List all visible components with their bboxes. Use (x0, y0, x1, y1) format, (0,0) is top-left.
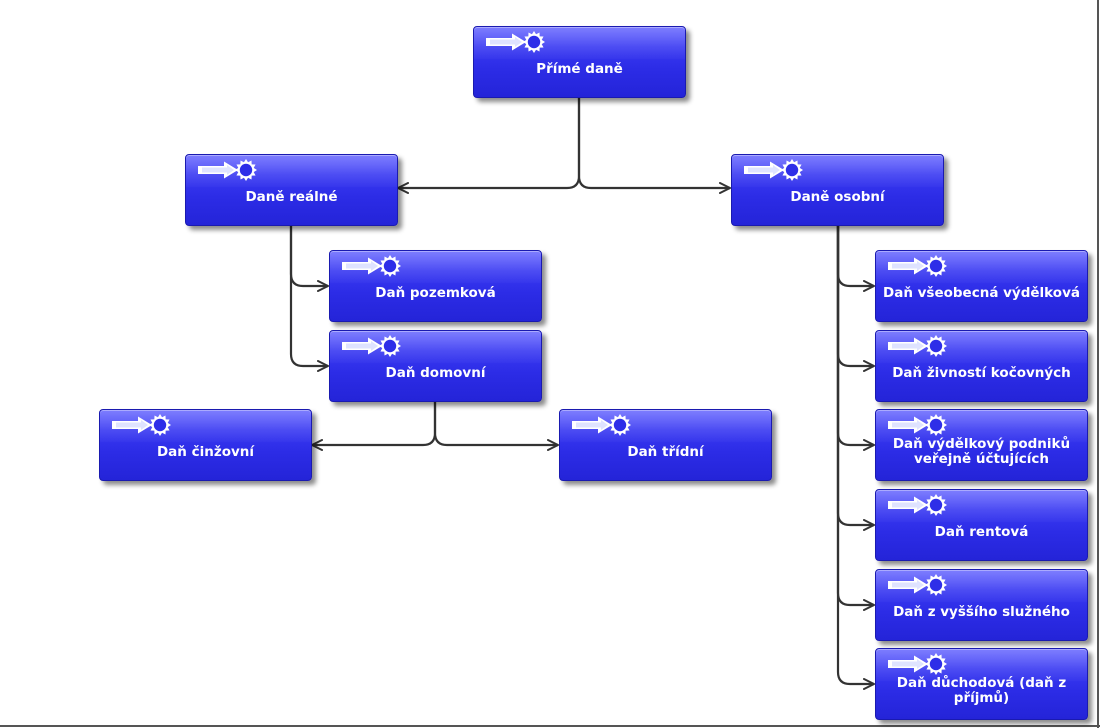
edge-prime-dane-to-dane-realne (397, 98, 581, 194)
edge-dane-realne-to-dan-domovni (289, 226, 329, 372)
node-dan-domovni[interactable]: Daň domovní (329, 330, 542, 402)
node-dan-vseobecna[interactable]: Daň všeobecná výdělková (875, 250, 1088, 322)
node-label: Daně osobní (790, 188, 885, 205)
node-label: Daň z vyššího služného (893, 603, 1070, 620)
arrow-sun-icon (888, 653, 947, 675)
node-dan-rentova[interactable]: Daň rentová (875, 489, 1088, 561)
arrow-sun-icon (342, 255, 401, 277)
arrow-sun-icon (888, 574, 947, 596)
node-dan-duchodova[interactable]: Daň důchodová (daň z příjmů) (875, 648, 1088, 720)
node-dane-realne[interactable]: Daně reálné (185, 154, 398, 226)
node-dane-osobni[interactable]: Daně osobní (731, 154, 944, 226)
edge-dan-domovni-to-dan-cinzovni (311, 402, 437, 451)
edge-dane-osobni-to-dan-vseobecna (836, 226, 875, 292)
edge-dane-osobni-to-dan-rentova (836, 226, 875, 531)
node-label: Daň rentová (934, 523, 1029, 540)
edge-dane-osobni-to-dan-duchodova (836, 226, 875, 690)
node-dan-vydelkovy[interactable]: Daň výdělkový podniků veřejně účtujících (875, 409, 1088, 481)
node-label: Přímé daně (536, 60, 623, 77)
node-label: Daň všeobecná výdělková (883, 284, 1080, 301)
node-dan-cinzovni[interactable]: Daň činžovní (99, 409, 312, 481)
arrow-sun-icon (888, 494, 947, 516)
edge-dane-osobni-to-dan-vydelkovy (836, 226, 875, 451)
arrow-sun-icon (342, 335, 401, 357)
node-dan-tridni[interactable]: Daň třídní (559, 409, 772, 481)
arrow-sun-icon (198, 159, 257, 181)
frame-right-border (1097, 0, 1099, 728)
edge-prime-dane-to-dane-osobni (577, 98, 731, 194)
arrow-sun-icon (888, 414, 947, 436)
node-dan-zivnosti[interactable]: Daň živností kočovných (875, 330, 1088, 402)
arrow-sun-icon (888, 335, 947, 357)
node-label: Daň výdělkový podniků veřejně účtujících (892, 436, 1071, 467)
node-dan-vyssiho[interactable]: Daň z vyššího služného (875, 569, 1088, 641)
node-label: Daně reálné (245, 188, 338, 205)
node-prime-dane[interactable]: Přímé daně (473, 26, 686, 98)
node-label: Daň pozemková (375, 284, 496, 301)
node-label: Daň třídní (627, 443, 704, 460)
node-label: Daň domovní (385, 364, 486, 381)
arrow-sun-icon (888, 255, 947, 277)
edge-dane-realne-to-dan-pozemkova (289, 226, 329, 292)
arrow-sun-icon (486, 31, 545, 53)
arrow-sun-icon (572, 414, 631, 436)
frame-bottom-border (0, 725, 1100, 727)
edge-dane-osobni-to-dan-zivnosti (836, 226, 875, 372)
node-label: Daň činžovní (156, 443, 255, 460)
edge-dane-osobni-to-dan-vyssiho (836, 226, 875, 611)
node-label: Daň důchodová (daň z příjmů) (896, 675, 1067, 706)
node-label: Daň živností kočovných (892, 364, 1071, 381)
arrow-sun-icon (744, 159, 803, 181)
edge-dan-domovni-to-dan-tridni (433, 402, 559, 451)
node-dan-pozemkova[interactable]: Daň pozemková (329, 250, 542, 322)
arrow-sun-icon (112, 414, 171, 436)
